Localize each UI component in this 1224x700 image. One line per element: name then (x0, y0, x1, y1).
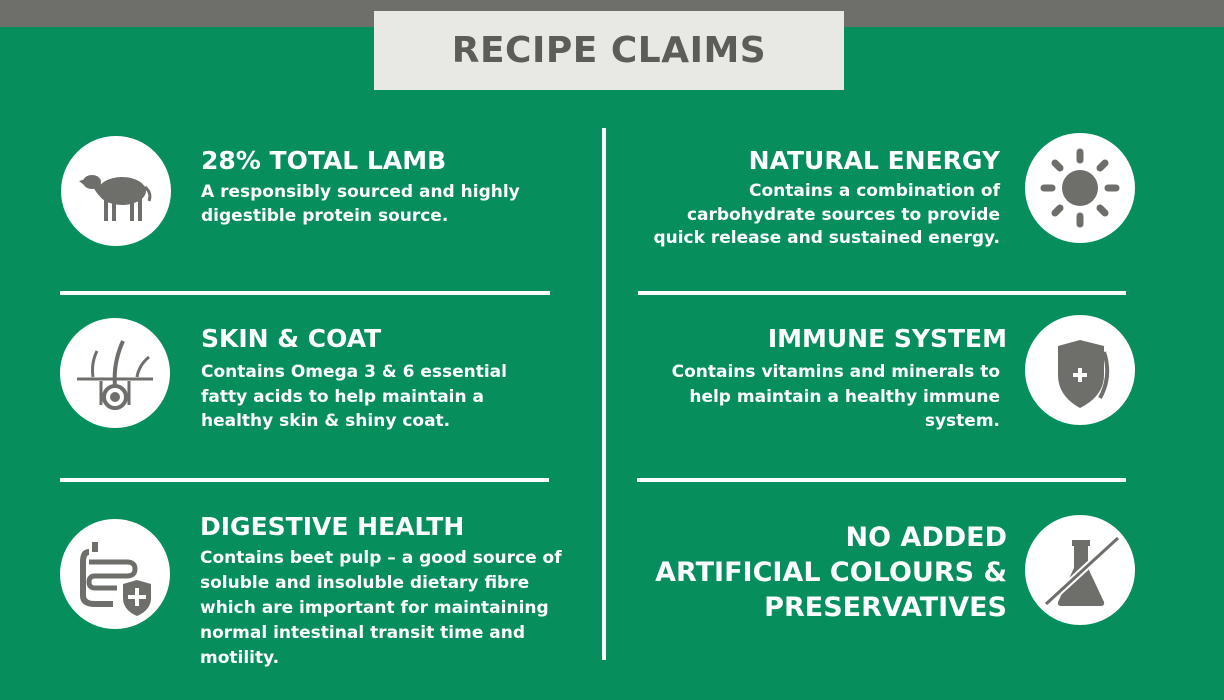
vertical-divider (602, 128, 606, 660)
flask-crossed-icon-circle (1025, 515, 1135, 625)
shield-plus-icon (1058, 340, 1110, 408)
claim-title: DIGESTIVE HEALTH (200, 512, 465, 541)
divider-right-1 (638, 291, 1126, 295)
hair-follicle-icon (77, 340, 153, 410)
intestine-shield-icon (80, 542, 151, 616)
claim-body: Contains vitamins and minerals to help m… (671, 362, 1000, 431)
sun-icon-circle (1025, 133, 1135, 243)
claim-total-lamb: 28% TOTAL LAMB A responsibly sourced and… (201, 146, 591, 228)
claim-title: 28% TOTAL LAMB (201, 146, 447, 175)
divider-right-2 (637, 478, 1126, 482)
claim-title: SKIN & COAT (201, 324, 382, 353)
shield-plus-icon-circle (1025, 315, 1135, 425)
intestine-shield-icon-circle (60, 519, 170, 629)
title-banner: RECIPE CLAIMS (374, 11, 844, 90)
claim-digestive-health: DIGESTIVE HEALTH Contains beet pulp – a … (200, 512, 598, 671)
claim-title: NO ADDED ARTIFICIAL COLOURS & PRESERVATI… (655, 522, 1007, 623)
divider-left-2 (60, 478, 549, 482)
claim-body: Contains beet pulp – a good source of so… (200, 548, 562, 668)
sun-icon (1040, 148, 1120, 228)
claim-body: Contains a combination of carbohydrate s… (653, 181, 1000, 248)
page-title: RECIPE CLAIMS (451, 30, 767, 71)
lamb-icon (79, 175, 152, 221)
hair-follicle-icon-circle (60, 318, 170, 428)
claim-body: A responsibly sourced and highly digesti… (201, 182, 520, 226)
claim-no-artificial: NO ADDED ARTIFICIAL COLOURS & PRESERVATI… (640, 520, 1007, 625)
flask-crossed-icon (1043, 535, 1121, 607)
claim-skin-coat: SKIN & COAT Contains Omega 3 & 6 essenti… (201, 324, 591, 434)
claim-title: IMMUNE SYSTEM (767, 324, 1007, 353)
claim-natural-energy: NATURAL ENERGY Contains a combination of… (640, 146, 1000, 251)
claim-immune-system: IMMUNE SYSTEM Contains vitamins and mine… (640, 324, 1007, 434)
claim-title: NATURAL ENERGY (748, 146, 1000, 175)
claim-body: Contains Omega 3 & 6 essential fatty aci… (201, 362, 507, 431)
lamb-icon-circle (61, 136, 171, 246)
divider-left-1 (60, 291, 550, 295)
